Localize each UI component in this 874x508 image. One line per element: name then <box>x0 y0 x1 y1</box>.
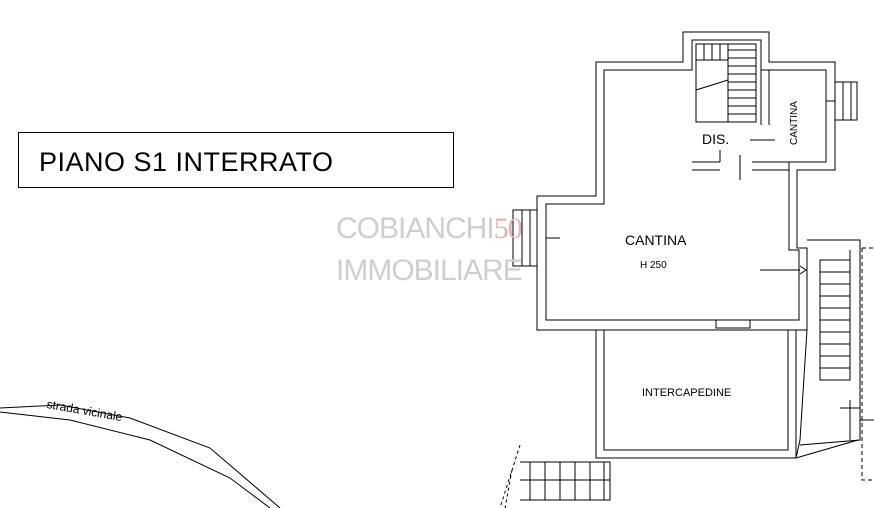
page-title: PIANO S1 INTERRATO <box>39 147 334 177</box>
title-box: PIANO S1 INTERRATO <box>18 132 454 188</box>
room-label-cantina-small: CANTINA <box>789 101 800 145</box>
room-label-dis: DIS. <box>702 131 730 147</box>
intercapedine-outer <box>595 330 797 459</box>
inner-wall <box>545 39 827 321</box>
intercapedine-inner <box>603 330 789 451</box>
window-main-cantina <box>512 209 538 267</box>
watermark-line2: IMMOBILIARE <box>336 254 523 287</box>
stairs-top <box>695 43 757 123</box>
window-small-cantina <box>834 81 858 121</box>
terrace <box>520 461 611 501</box>
room-label-intercapedine: INTERCAPEDINE <box>642 387 732 399</box>
road-line-upper <box>0 404 281 508</box>
stairs-top-treads <box>695 44 756 122</box>
terrace-grid <box>520 462 610 500</box>
watermark-text: COBIANCHI <box>336 212 495 245</box>
room-height-label: H 250 <box>640 260 667 271</box>
watermark-number: 50 <box>493 212 523 245</box>
outer-wall <box>536 31 836 331</box>
room-label-cantina-main: CANTINA <box>625 232 687 248</box>
right-stairs-treads <box>820 271 850 369</box>
right-stairs-outer <box>799 239 861 446</box>
road-line-lower <box>0 411 271 508</box>
watermark-line1: COBIANCHI50 <box>336 212 523 246</box>
